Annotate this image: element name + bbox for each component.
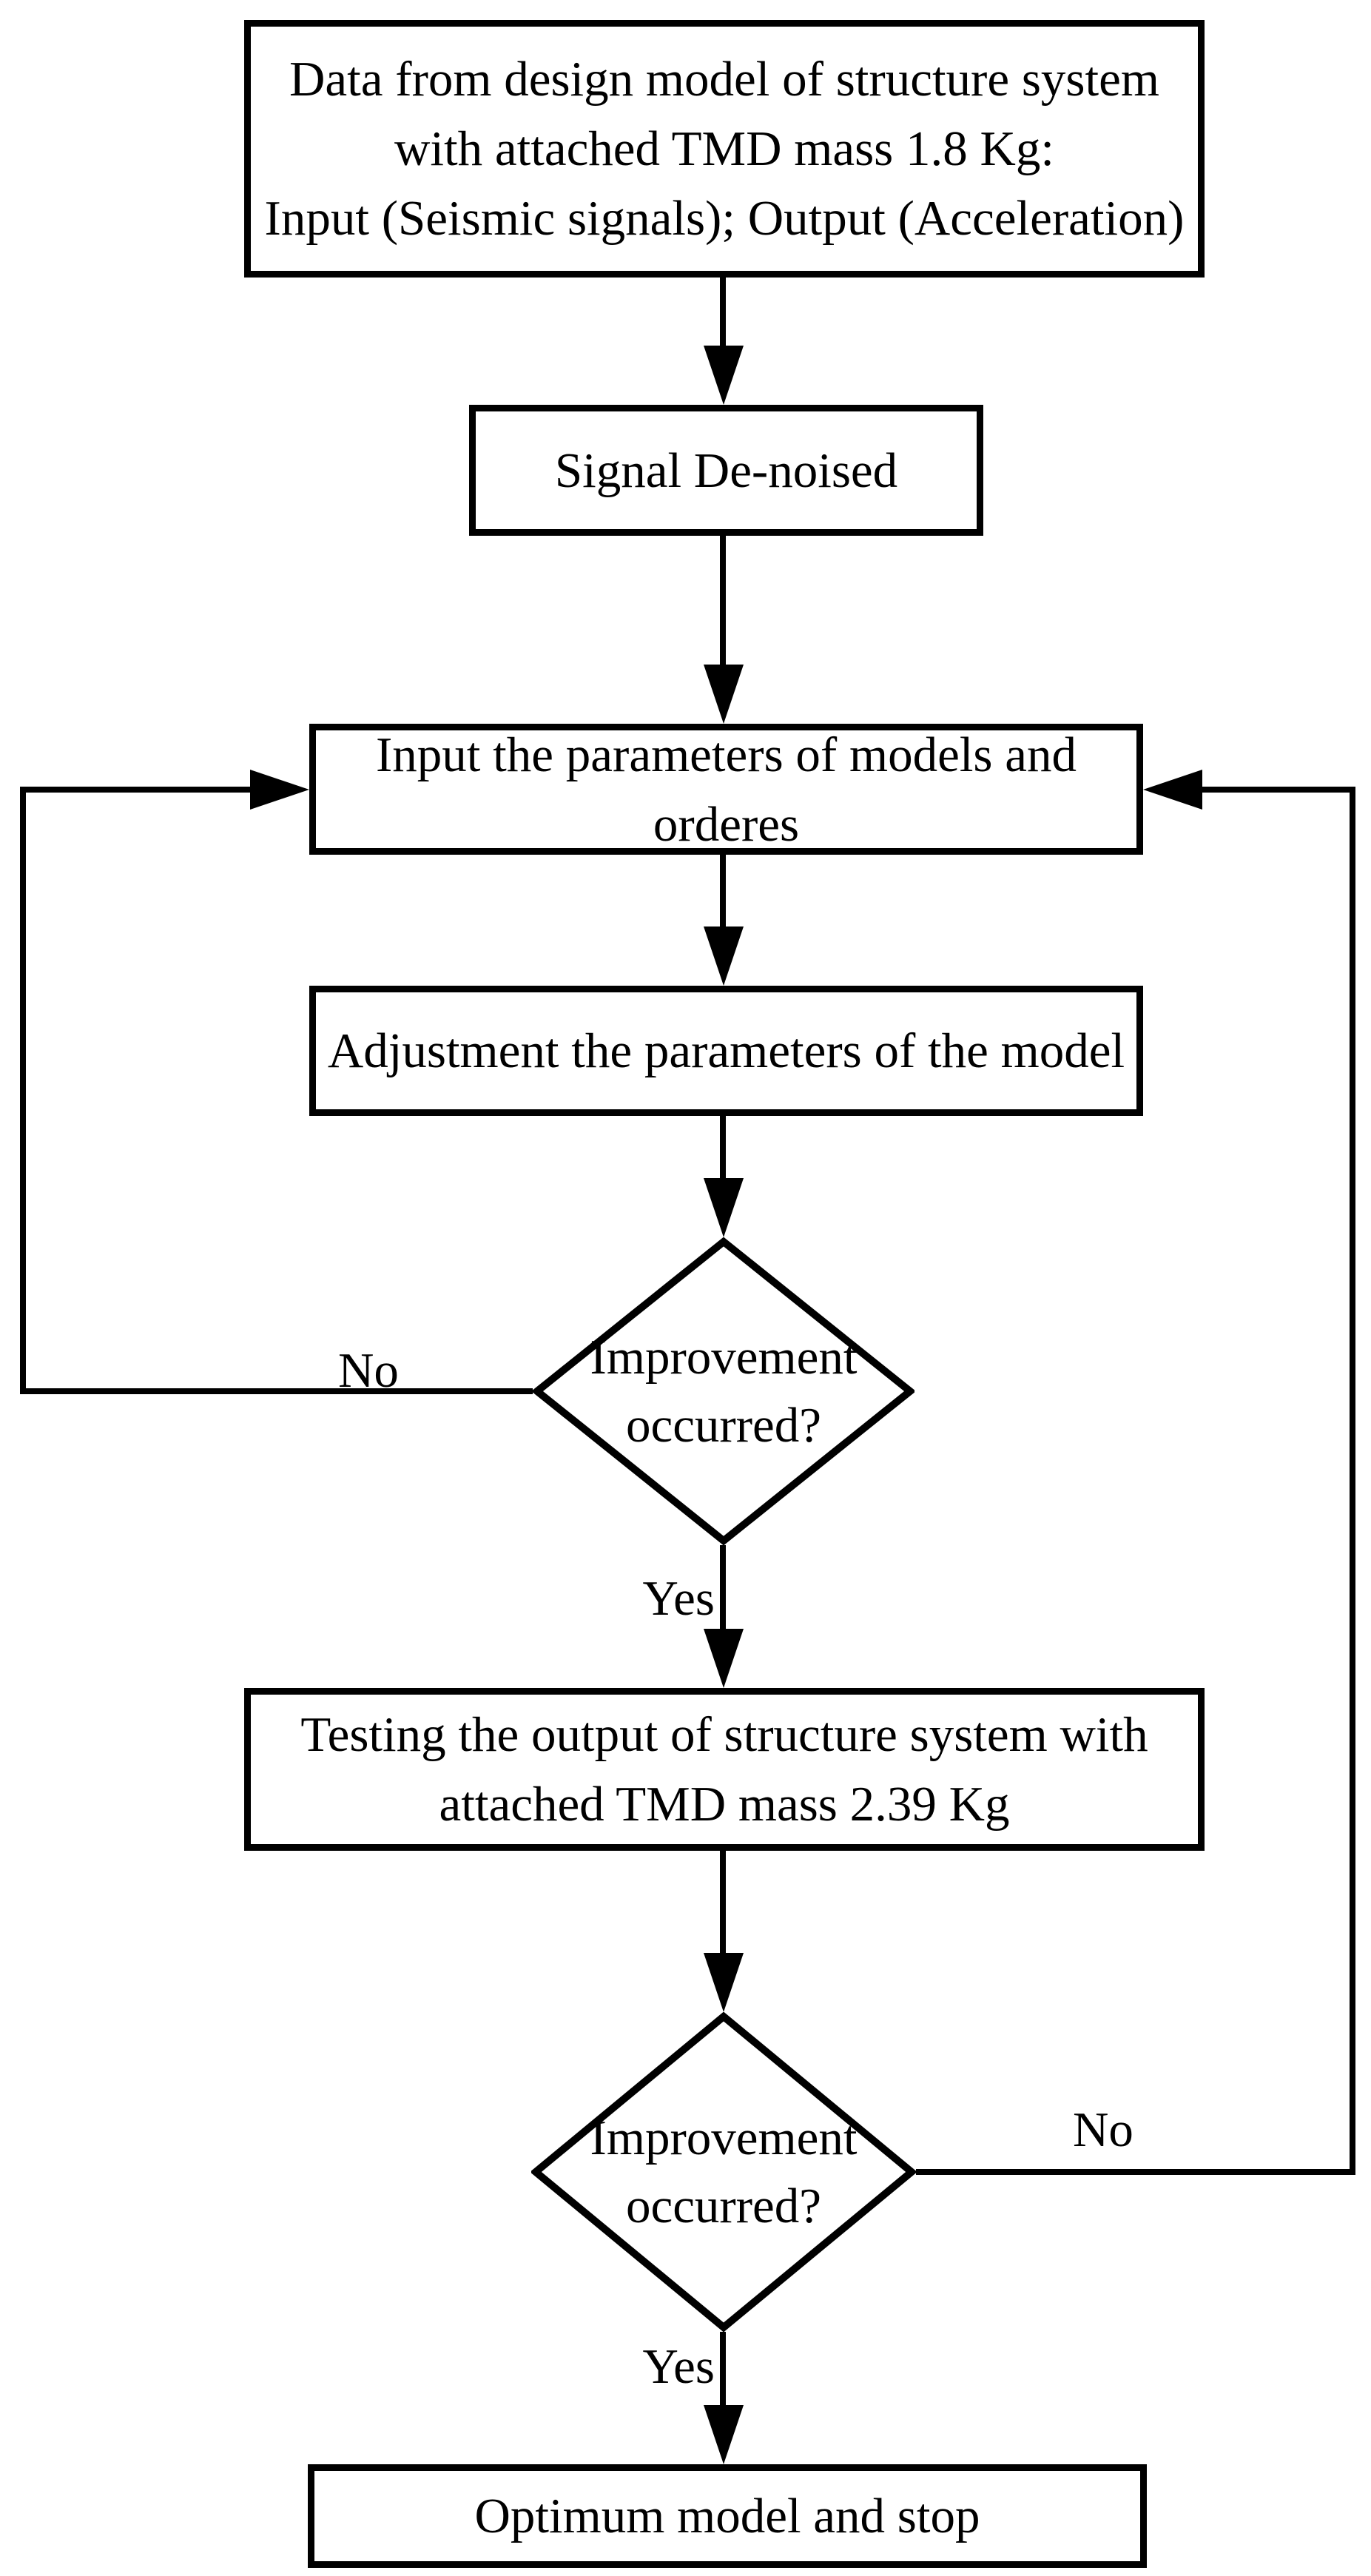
connector-shaft [1350, 787, 1355, 2175]
connector-shaft [720, 536, 726, 667]
node-data-source: Data from design model of structure syst… [244, 20, 1205, 278]
branch-label-yes-1: Yes [642, 1571, 715, 1626]
decision-text: Improvement occurred? [533, 1237, 914, 1545]
connector-shaft [720, 1545, 726, 1631]
arrowhead-down-icon [704, 1629, 744, 1688]
connector-shaft [720, 278, 726, 352]
connector-shaft [20, 787, 256, 793]
node-testing-output: Testing the output of structure system w… [244, 1688, 1205, 1851]
node-improvement-check-2: Improvement occurred? [531, 2012, 916, 2332]
connector-shaft [1199, 787, 1355, 793]
decision-text: Improvement occurred? [531, 2012, 916, 2332]
arrowhead-down-icon [704, 1953, 744, 2012]
node-text-line: Data from design model of structure syst… [289, 52, 1159, 107]
arrowhead-right-icon [250, 770, 309, 810]
connector-shaft [916, 2169, 1355, 2175]
node-text-line: Testing the output of structure system w… [300, 1707, 1148, 1762]
node-text-line: Optimum model and stop [474, 2489, 980, 2543]
node-improvement-check-1: Improvement occurred? [533, 1237, 914, 1545]
node-text-line: with attached TMD mass 1.8 Kg: [394, 121, 1054, 176]
node-text-line: orderes [653, 796, 800, 852]
node-text-line: Input (Seismic signals); Output (Acceler… [264, 191, 1185, 246]
diamond-shape [533, 1237, 914, 1545]
arrowhead-down-icon [704, 346, 744, 405]
node-text-line: Improvement [590, 1330, 858, 1385]
branch-label-yes-2: Yes [642, 2339, 715, 2394]
arrowhead-down-icon [704, 665, 744, 724]
diamond-shape [531, 2012, 916, 2332]
connector-shaft [720, 1116, 726, 1181]
node-text-line: Adjustment the parameters of the model [327, 1023, 1125, 1078]
connector-shaft [720, 2332, 726, 2408]
node-input-parameters: Input the parameters of models and order… [309, 724, 1143, 855]
connector-shaft [720, 855, 726, 929]
node-text-line: attached TMD mass 2.39 Kg [439, 1777, 1010, 1832]
node-signal-denoised: Signal De-noised [469, 405, 983, 536]
arrowhead-down-icon [704, 1178, 744, 1237]
node-text-line: occurred? [625, 2179, 822, 2233]
node-text-line: Signal De-noised [554, 443, 898, 498]
node-text-line: Input the parameters of models and [376, 727, 1077, 782]
arrowhead-down-icon [704, 927, 744, 986]
arrowhead-down-icon [704, 2405, 744, 2464]
connector-shaft [720, 1851, 726, 1956]
connector-shaft [20, 787, 26, 1394]
node-optimum-stop: Optimum model and stop [308, 2464, 1147, 2568]
branch-label-no-2: No [1073, 2102, 1133, 2157]
node-text-line: Improvement [590, 2111, 858, 2165]
branch-label-no-1: No [338, 1343, 399, 1398]
node-text-line: occurred? [625, 1398, 822, 1453]
arrowhead-left-icon [1143, 770, 1202, 810]
connector-shaft [20, 1388, 533, 1394]
node-adjust-parameters: Adjustment the parameters of the model [309, 986, 1143, 1116]
